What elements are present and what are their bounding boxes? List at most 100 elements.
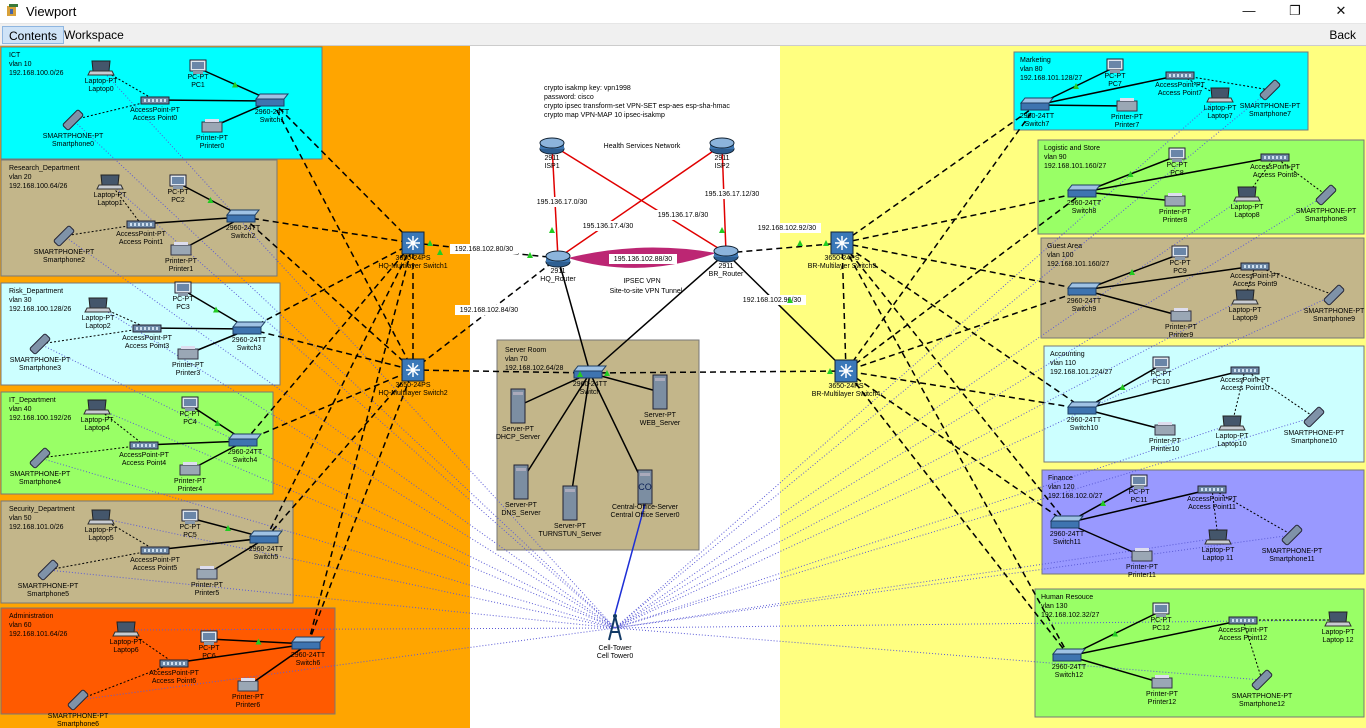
access-point-icon[interactable] bbox=[1230, 366, 1260, 375]
pc-icon[interactable] bbox=[1152, 602, 1170, 617]
pc-icon[interactable] bbox=[169, 174, 187, 189]
access-point-icon[interactable] bbox=[1260, 153, 1290, 162]
wireless-link bbox=[77, 627, 616, 701]
laptop-icon[interactable] bbox=[87, 509, 115, 525]
printer-icon[interactable] bbox=[170, 242, 192, 256]
switch-icon[interactable] bbox=[1066, 282, 1102, 296]
laptop-icon[interactable] bbox=[1218, 415, 1246, 431]
laptop-icon[interactable] bbox=[112, 621, 140, 637]
maximize-button[interactable]: ❐ bbox=[1289, 3, 1301, 18]
switch-icon[interactable] bbox=[231, 321, 267, 335]
tab-workspace[interactable]: Workspace bbox=[64, 28, 124, 42]
multilayer-switch-icon[interactable] bbox=[401, 231, 425, 255]
access-point-icon[interactable] bbox=[140, 96, 170, 105]
smartphone-icon[interactable] bbox=[1251, 669, 1273, 691]
router-icon[interactable] bbox=[713, 245, 739, 263]
smartphone-icon[interactable] bbox=[62, 109, 84, 131]
pc-icon[interactable] bbox=[181, 396, 199, 411]
tab-contents[interactable]: Contents bbox=[2, 26, 65, 44]
pc-icon[interactable] bbox=[181, 509, 199, 524]
printer-icon[interactable] bbox=[1154, 422, 1176, 436]
laptop-icon[interactable] bbox=[1233, 186, 1261, 202]
pc-icon[interactable] bbox=[174, 281, 192, 296]
laptop-icon[interactable] bbox=[1206, 87, 1234, 103]
switch-top bbox=[1066, 184, 1102, 191]
pc-icon[interactable] bbox=[1171, 245, 1189, 260]
printer-icon[interactable] bbox=[196, 566, 218, 580]
switch-icon[interactable] bbox=[572, 365, 608, 379]
smartphone-icon[interactable] bbox=[29, 447, 51, 469]
server-icon[interactable] bbox=[513, 464, 529, 500]
switch-icon[interactable] bbox=[227, 433, 263, 447]
switch-icon[interactable] bbox=[1066, 401, 1102, 415]
close-button[interactable]: ✕ bbox=[1335, 3, 1347, 18]
printer-icon[interactable] bbox=[237, 678, 259, 692]
smartphone-icon[interactable] bbox=[37, 559, 59, 581]
access-point-icon[interactable] bbox=[1228, 616, 1258, 625]
laptop-icon[interactable] bbox=[96, 174, 124, 190]
printer-icon[interactable] bbox=[1116, 98, 1138, 112]
pc-icon[interactable] bbox=[189, 59, 207, 74]
server-icon[interactable] bbox=[510, 388, 526, 424]
switch-model-label: 2960-24TT bbox=[228, 449, 263, 456]
pc-icon[interactable] bbox=[200, 630, 218, 645]
minimize-button[interactable]: — bbox=[1242, 3, 1256, 18]
access-point-icon[interactable] bbox=[132, 324, 162, 333]
switch-icon[interactable] bbox=[290, 636, 326, 650]
access-point-icon[interactable] bbox=[1240, 262, 1270, 271]
ms-link bbox=[841, 242, 847, 372]
smartphone-icon[interactable] bbox=[29, 333, 51, 355]
printer-icon[interactable] bbox=[1164, 193, 1186, 207]
switch-icon[interactable] bbox=[248, 530, 284, 544]
smartphone-icon[interactable] bbox=[67, 689, 89, 711]
smartphone-icon[interactable] bbox=[1259, 79, 1281, 101]
smartphone-icon[interactable] bbox=[1303, 406, 1325, 428]
pc-icon[interactable] bbox=[1106, 58, 1124, 73]
smartphone-icon[interactable] bbox=[1323, 284, 1345, 306]
laptop-icon[interactable] bbox=[84, 297, 112, 313]
pc-icon[interactable] bbox=[1152, 356, 1170, 371]
access-point-icon[interactable] bbox=[1197, 485, 1227, 494]
switch-front bbox=[255, 98, 285, 107]
printer-type-label: Printer-PT bbox=[1146, 691, 1179, 698]
laptop-icon[interactable] bbox=[1231, 289, 1259, 305]
printer-icon[interactable] bbox=[1131, 548, 1153, 562]
printer-icon[interactable] bbox=[179, 462, 201, 476]
cell-tower-icon[interactable] bbox=[608, 614, 622, 641]
access-point-icon[interactable] bbox=[129, 441, 159, 450]
access-point-icon[interactable] bbox=[126, 220, 156, 229]
switch-icon[interactable] bbox=[1049, 515, 1085, 529]
access-point-icon[interactable] bbox=[1165, 71, 1195, 80]
access-point-icon[interactable] bbox=[140, 546, 170, 555]
multilayer-switch-icon[interactable] bbox=[834, 359, 858, 383]
smartphone-icon[interactable] bbox=[1281, 524, 1303, 546]
router-icon[interactable] bbox=[709, 137, 735, 155]
laptop-icon[interactable] bbox=[1324, 611, 1352, 627]
switch-icon[interactable] bbox=[254, 93, 290, 107]
printer-icon[interactable] bbox=[201, 119, 223, 133]
central-office-server-icon[interactable] bbox=[637, 469, 653, 505]
switch-icon[interactable] bbox=[1051, 648, 1087, 662]
switch-icon[interactable] bbox=[1019, 97, 1055, 111]
laptop-icon[interactable] bbox=[83, 399, 111, 415]
multilayer-switch-icon[interactable] bbox=[830, 231, 854, 255]
router-icon[interactable] bbox=[539, 137, 565, 155]
server-icon[interactable] bbox=[562, 485, 578, 521]
back-button[interactable]: Back bbox=[1329, 28, 1356, 42]
printer-icon[interactable] bbox=[177, 346, 199, 360]
smartphone-icon[interactable] bbox=[53, 225, 75, 247]
pc-icon[interactable] bbox=[1130, 474, 1148, 489]
switch-icon[interactable] bbox=[1066, 184, 1102, 198]
smartphone-icon[interactable] bbox=[1315, 184, 1337, 206]
server-icon[interactable] bbox=[652, 374, 668, 410]
pc-icon[interactable] bbox=[1168, 147, 1186, 162]
switch-icon[interactable] bbox=[225, 209, 261, 223]
printer-icon[interactable] bbox=[1151, 675, 1173, 689]
laptop-icon[interactable] bbox=[87, 60, 115, 76]
printer-icon[interactable] bbox=[1170, 308, 1192, 322]
multilayer-switch-icon[interactable] bbox=[401, 358, 425, 382]
access-point-icon[interactable] bbox=[159, 659, 189, 668]
router-icon[interactable] bbox=[545, 250, 571, 268]
laptop-icon[interactable] bbox=[1204, 529, 1232, 545]
